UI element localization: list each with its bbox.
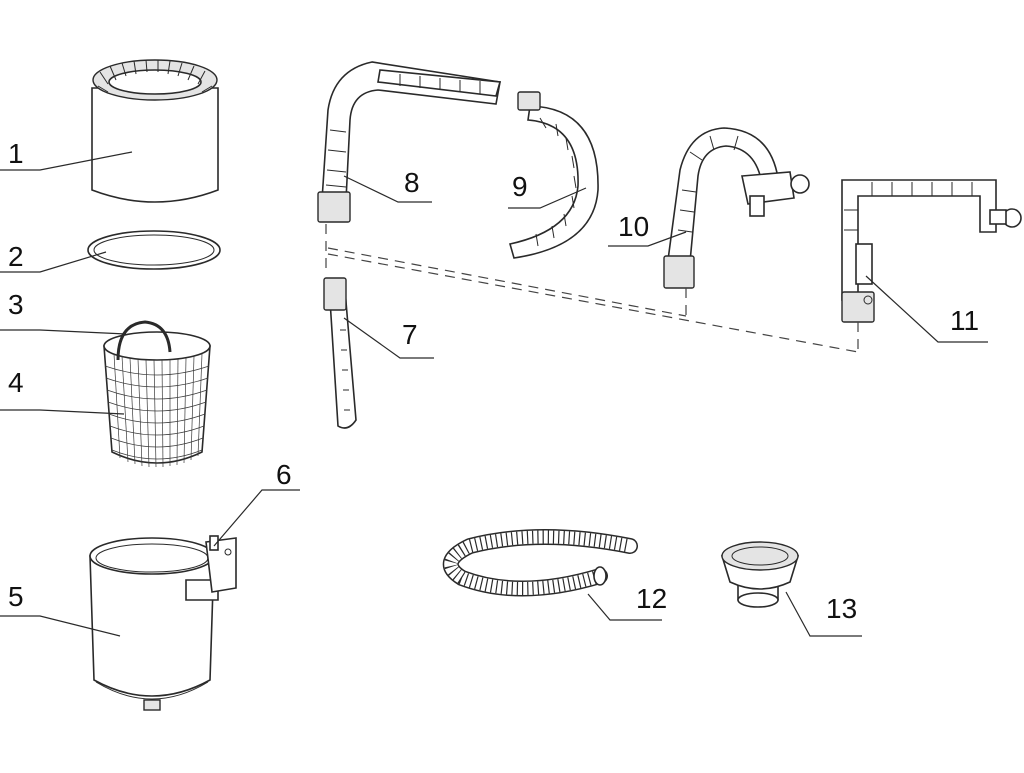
callout-5: 5	[8, 581, 24, 612]
callout-3: 3	[8, 289, 24, 320]
part-2-ring	[87, 230, 221, 270]
callout-8: 8	[404, 167, 420, 198]
part-7-strap	[323, 277, 357, 429]
part-4-basket	[103, 320, 211, 468]
callout-1: 1	[8, 138, 24, 169]
callout-11: 11	[950, 305, 979, 336]
callout-7: 7	[402, 319, 418, 350]
callout-labels: 1 2 3 4 5 6 7 8 9 10 11 12 13	[8, 138, 979, 624]
part-5-canister	[89, 537, 215, 711]
part-8-bracket	[317, 61, 502, 223]
alignment-lines	[325, 224, 859, 353]
callout-13: 13	[826, 593, 857, 624]
part-6-clip	[185, 535, 237, 601]
callout-12: 12	[636, 583, 667, 614]
callout-9: 9	[512, 171, 528, 202]
part-11-u-bracket	[841, 179, 1022, 323]
part-12-hose	[442, 529, 638, 597]
callout-6: 6	[276, 459, 292, 490]
part-10-hook-bracket	[663, 127, 810, 289]
leader-lines	[0, 151, 988, 637]
callout-10: 10	[618, 211, 649, 242]
callout-4: 4	[8, 367, 24, 398]
part-9-curved-clamp	[508, 91, 599, 259]
part-13-cap	[720, 541, 800, 608]
callout-2: 2	[8, 241, 24, 272]
part-1-cylinder	[91, 59, 219, 203]
